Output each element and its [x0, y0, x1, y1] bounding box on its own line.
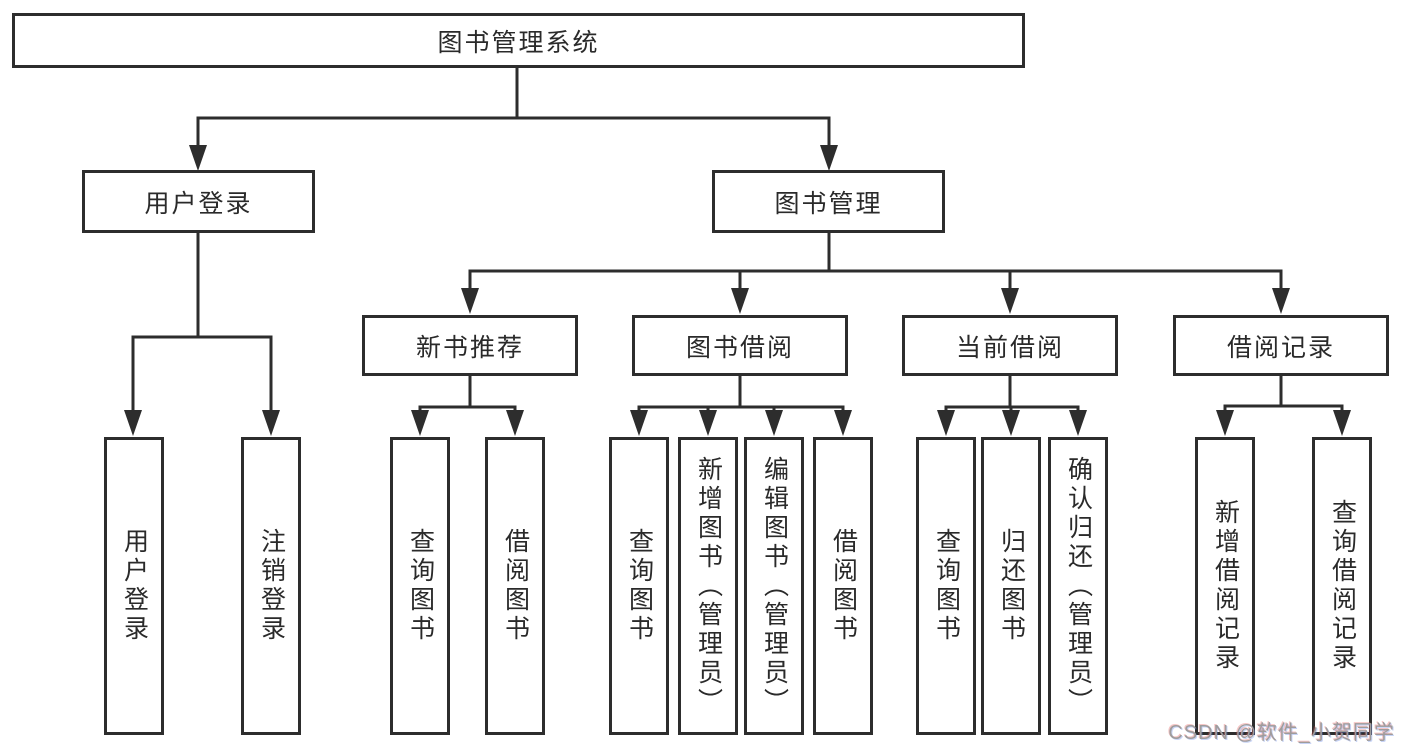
- csdn-watermark: CSDN @软件_小贺同学: [1168, 722, 1395, 744]
- node-label: 借阅记录: [1226, 333, 1335, 362]
- arrowhead-down: [1069, 410, 1087, 436]
- node-book-borrowing: 图书借阅: [632, 315, 848, 376]
- node-user-login: 用户登录: [82, 170, 315, 233]
- leaf-records-add-record: 新增借阅记录: [1195, 437, 1255, 735]
- node-label: 查询图书: [625, 528, 654, 644]
- node-label: 查询图书: [932, 528, 961, 644]
- leaf-borrow-edit-books-admin: 编辑图书（管理员）: [744, 437, 804, 735]
- arrowhead-down: [834, 410, 852, 436]
- connector-new-book-branch: [418, 376, 517, 412]
- node-label: 借阅图书: [829, 528, 858, 644]
- arrowhead-down: [461, 288, 479, 314]
- arrowhead-down: [124, 410, 142, 436]
- connector-user-login-branch: [131, 233, 273, 412]
- arrowhead-down: [189, 145, 207, 171]
- arrowhead-down: [731, 288, 749, 314]
- arrowhead-down: [820, 145, 838, 171]
- leaf-current-confirm-return-admin: 确认归还（管理员）: [1048, 437, 1108, 735]
- node-label: 当前借阅: [955, 333, 1064, 362]
- node-label: 新书推荐: [415, 333, 524, 362]
- arrowhead-down: [506, 410, 524, 436]
- connector-borrow-records-branch: [1223, 376, 1344, 412]
- connector-root-to-level1: [196, 68, 831, 148]
- arrowhead-down: [699, 410, 717, 436]
- node-library-management-system: 图书管理系统: [12, 13, 1025, 68]
- node-label: 用户登录: [144, 189, 253, 218]
- node-current-borrowing: 当前借阅: [902, 315, 1118, 376]
- leaf-borrow-add-books-admin: 新增图书（管理员）: [678, 437, 738, 735]
- arrowhead-down: [1002, 410, 1020, 436]
- arrowhead-down: [765, 410, 783, 436]
- connector-book-management-branch: [468, 233, 1283, 291]
- arrowhead-down: [1333, 410, 1351, 436]
- leaf-user-login: 用户登录: [104, 437, 164, 735]
- node-label: 图书借阅: [685, 333, 794, 362]
- node-borrowing-records: 借阅记录: [1173, 315, 1389, 376]
- connector-current-borrow-branch: [944, 376, 1080, 412]
- node-label: 图书管理系统: [437, 28, 600, 57]
- node-label: 新增图书（管理员）: [694, 455, 723, 717]
- leaf-current-return-books: 归还图书: [981, 437, 1041, 735]
- arrowhead-down: [1272, 288, 1290, 314]
- node-label: 图书管理: [774, 189, 883, 218]
- arrowhead-down: [1216, 410, 1234, 436]
- node-label: 注销登录: [257, 528, 286, 644]
- leaf-logout: 注销登录: [241, 437, 301, 735]
- node-label: 查询图书: [406, 528, 435, 644]
- node-new-book-recommendation: 新书推荐: [362, 315, 578, 376]
- arrowhead-down: [411, 410, 429, 436]
- node-label: 确认归还（管理员）: [1064, 455, 1093, 717]
- arrowhead-down: [630, 410, 648, 436]
- leaf-borrow-borrow-books: 借阅图书: [813, 437, 873, 735]
- connector-book-borrow-branch: [637, 376, 845, 412]
- leaf-recommend-query-books: 查询图书: [390, 437, 450, 735]
- node-label: 查询借阅记录: [1328, 499, 1357, 673]
- leaf-records-query-record: 查询借阅记录: [1312, 437, 1372, 735]
- node-label: 用户登录: [120, 528, 149, 644]
- node-label: 编辑图书（管理员）: [760, 455, 789, 717]
- node-label: 新增借阅记录: [1211, 499, 1240, 673]
- node-label: 借阅图书: [501, 528, 530, 644]
- node-label: 归还图书: [997, 528, 1026, 644]
- node-book-management: 图书管理: [712, 170, 945, 233]
- arrowhead-down: [937, 410, 955, 436]
- leaf-borrow-query-books: 查询图书: [609, 437, 669, 735]
- arrowhead-down: [1001, 288, 1019, 314]
- arrowhead-down: [262, 410, 280, 436]
- leaf-current-query-books: 查询图书: [916, 437, 976, 735]
- leaf-recommend-borrow-books: 借阅图书: [485, 437, 545, 735]
